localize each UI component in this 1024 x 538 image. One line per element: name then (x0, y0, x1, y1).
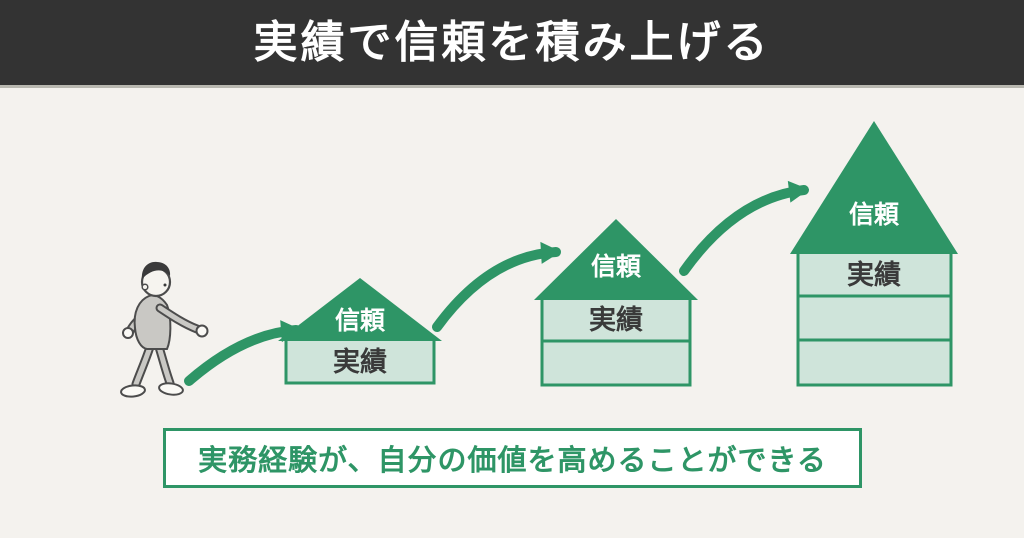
person-hand-front (195, 324, 209, 338)
person-shoe-front (158, 382, 184, 396)
message-text: 実務経験が、自分の価値を高めることができる (198, 445, 827, 477)
house-3-body (796, 250, 953, 387)
house-1-roof-label: 信頼 (335, 307, 386, 335)
house-3-roof (790, 121, 958, 254)
header-bar: 実績で信頼を積み上げる (0, 0, 1024, 88)
house-1-row-1 (284, 336, 436, 385)
person-shoe-back (120, 384, 146, 398)
house-3-roof-label: 信頼 (849, 201, 900, 229)
house-2-roof (534, 219, 698, 300)
house-1-roof (278, 278, 442, 341)
house-2: 信頼 実績 (534, 219, 698, 387)
house-2-roof-label: 信頼 (591, 253, 642, 281)
house-3: 信頼 実績 (790, 121, 958, 387)
person-arm-front (157, 305, 200, 332)
house-1-row-1-label: 実績 (333, 346, 387, 377)
person-hair (141, 261, 171, 279)
person-hand-back (122, 327, 134, 339)
house-3-row-1-label: 実績 (847, 259, 901, 290)
person-ear (141, 283, 149, 291)
person-leg-front (156, 344, 173, 386)
message-box: 実務経験が、自分の価値を高めることができる (163, 428, 862, 488)
growth-arrow-1 (184, 320, 301, 386)
growth-arrow-3 (679, 180, 809, 276)
person-leg-back (133, 344, 153, 387)
person-torso (133, 294, 172, 350)
house-2-row-1-label: 実績 (589, 304, 643, 335)
person-illustration (120, 261, 209, 398)
page-title: 実績で信頼を積み上げる (253, 17, 771, 67)
person-eye (163, 283, 167, 287)
house-1: 信頼 実績 (278, 278, 442, 385)
growth-arrow-2 (432, 241, 561, 332)
